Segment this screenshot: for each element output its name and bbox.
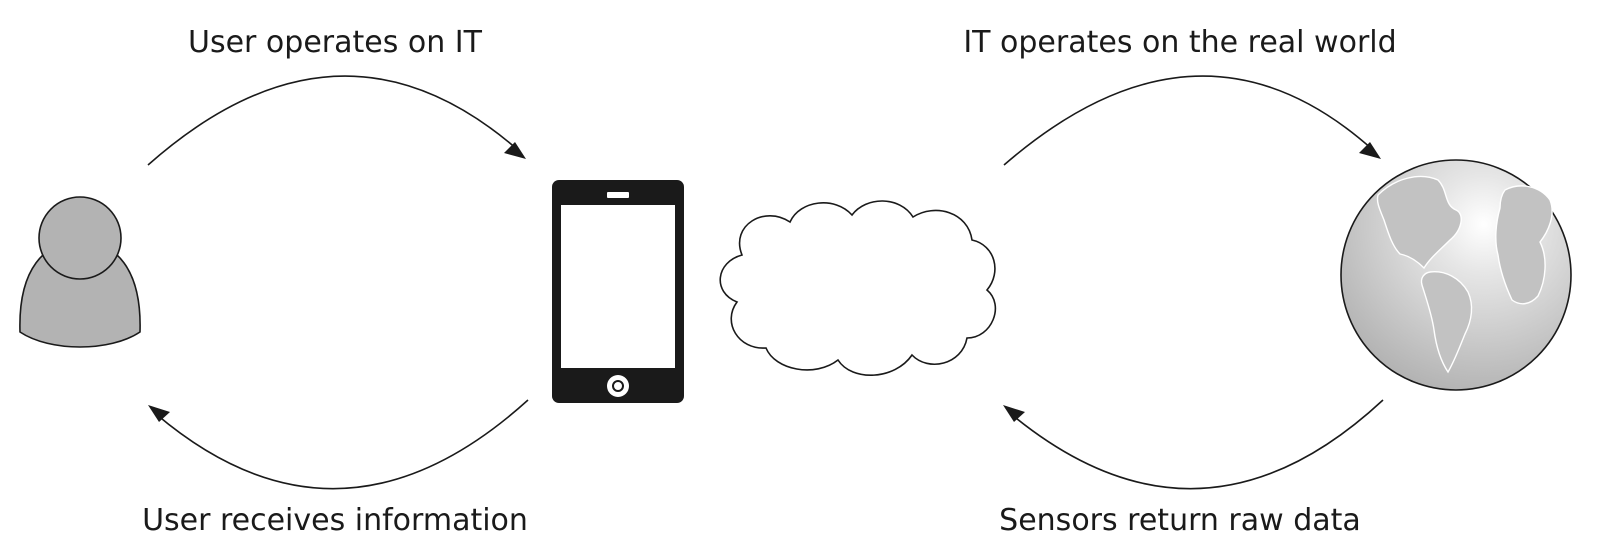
cloud-icon [719, 200, 997, 376]
globe-icon [1340, 159, 1572, 391]
label-user-receives-information: User receives information [142, 503, 528, 538]
user-icon [19, 196, 141, 348]
smartphone-icon [552, 180, 684, 403]
arrow-user-to-device [147, 75, 526, 166]
label-user-operates-on-it: User operates on IT [188, 25, 483, 60]
arrow-it-to-world [1003, 75, 1381, 166]
label-sensors-return-raw-data: Sensors return raw data [999, 503, 1361, 538]
arrow-world-to-it [1003, 399, 1384, 490]
arrow-device-to-user [148, 399, 529, 490]
label-it-operates-on-real-world: IT operates on the real world [963, 25, 1396, 60]
